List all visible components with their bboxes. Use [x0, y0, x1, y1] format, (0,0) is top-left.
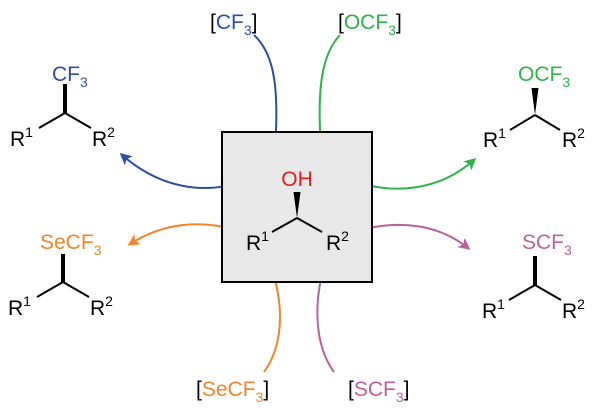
- product-ocf3-r2: R2: [562, 125, 585, 152]
- reagent-scf3: [SCF3]: [348, 378, 409, 405]
- product-scf3-r2: R2: [562, 296, 585, 323]
- product-cf3-r1: R1: [10, 124, 33, 151]
- product-ocf3-r1: R1: [483, 125, 506, 152]
- product-ocf3-group: OCF3: [518, 63, 570, 90]
- product-cf3-group: CF3: [52, 63, 88, 90]
- reagent-cf3: [CF3]: [210, 11, 257, 38]
- product-secf3-r2: R2: [90, 293, 113, 320]
- product-scf3: SCF3 R1 R2: [482, 231, 585, 323]
- product-ocf3: OCF3 R1 R2: [483, 63, 585, 152]
- wedge-bond-oh: [293, 192, 301, 218]
- product-secf3-r1: R1: [8, 293, 31, 320]
- reagent-ocf3: [OCF3]: [338, 11, 402, 38]
- reagent-secf3: [SeCF3]: [196, 378, 269, 405]
- product-scf3-group: SCF3: [522, 231, 572, 258]
- product-secf3-group: SeCF3: [40, 231, 102, 258]
- product-cf3: CF3 R1 R2: [10, 63, 115, 151]
- hydroxyl-label: OH: [281, 168, 313, 191]
- bond-c-r1: [271, 217, 298, 233]
- product-secf3: SeCF3 R1 R2: [8, 231, 113, 320]
- product-scf3-r1: R1: [482, 296, 505, 323]
- bond-c-r2: [296, 217, 323, 233]
- center-r2-label: R2: [326, 228, 349, 255]
- center-r1-label: R1: [246, 228, 269, 255]
- product-cf3-r2: R2: [92, 124, 115, 151]
